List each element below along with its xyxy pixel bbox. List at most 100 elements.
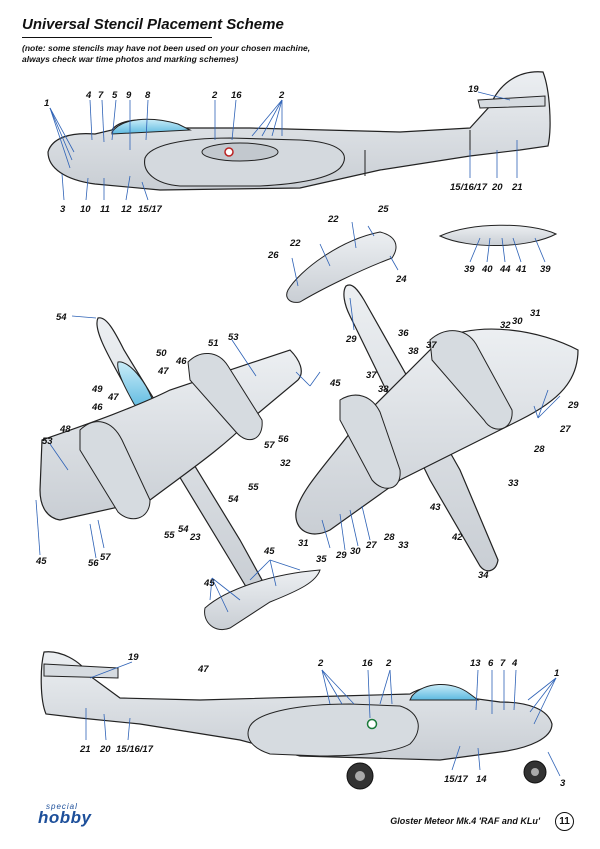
- callout: 9: [126, 90, 132, 101]
- callout: 10: [80, 204, 91, 215]
- callout: 28: [533, 444, 545, 455]
- top-roundel: [224, 147, 234, 157]
- callout: 38: [378, 384, 389, 395]
- callout: 32: [500, 320, 511, 331]
- callout: 37: [366, 370, 377, 381]
- footer-caption: Gloster Meteor Mk.4 'RAF and KLu': [390, 816, 540, 826]
- page-number: 11: [555, 812, 574, 831]
- upper-nacelle-left: [79, 421, 151, 520]
- top-canopy: [111, 118, 192, 135]
- callout: 2: [278, 90, 285, 101]
- callout: 46: [91, 402, 103, 413]
- callout: 26: [267, 250, 279, 261]
- note-line-1: (note: some stencils may have not been u…: [22, 43, 311, 53]
- callout: 20: [491, 182, 503, 193]
- callout: 43: [429, 502, 441, 513]
- lower-tank: [286, 231, 397, 303]
- callout: 53: [228, 332, 239, 343]
- callout: 54: [228, 494, 239, 505]
- callout: 39: [540, 264, 551, 275]
- callout: 24: [395, 274, 407, 285]
- callout: 33: [398, 540, 409, 551]
- callout: 5: [112, 90, 118, 101]
- callout: 47: [157, 366, 169, 377]
- callout: 32: [280, 458, 291, 469]
- callout: 29: [345, 334, 357, 345]
- callout: 39: [464, 264, 475, 275]
- callout: 44: [499, 264, 511, 275]
- bottom-side-view: 47 19 2 16 2 13 6 7 4 1 21 20 15/16/17 1…: [40, 651, 566, 790]
- callout: 2: [211, 90, 218, 101]
- callout: 50: [156, 348, 167, 359]
- upper-wing: [39, 349, 302, 521]
- callout: 56: [88, 558, 99, 569]
- callout: 8: [145, 90, 151, 101]
- callout: 11: [100, 204, 110, 215]
- callout: 7: [98, 90, 104, 101]
- callout: 15/16/17: [116, 744, 154, 755]
- callout: 20: [99, 744, 111, 755]
- callout: 3: [60, 204, 66, 215]
- callout: 51: [208, 338, 219, 349]
- callout: 56: [278, 434, 289, 445]
- top-leader-lines: [49, 91, 518, 201]
- callout: 12: [121, 204, 132, 215]
- callout: 45: [35, 556, 47, 567]
- lower-nacelle-right: [429, 330, 513, 430]
- lower-nacelle-left: [339, 394, 401, 489]
- callout: 23: [189, 532, 201, 543]
- callout: 31: [298, 538, 309, 549]
- callout: 4: [85, 90, 92, 101]
- top-engine-intake: [201, 142, 279, 162]
- upper-nacelle-right: [187, 353, 263, 441]
- callout: 27: [365, 540, 377, 551]
- callout: 41: [515, 264, 527, 275]
- callout: 30: [350, 546, 361, 557]
- callout: 33: [508, 478, 519, 489]
- callout: 54: [178, 524, 189, 535]
- top-tailplane: [477, 95, 546, 109]
- bottom-fuselage: [40, 651, 553, 761]
- lower-planform: 25 22 22 26 24 29 36 38 37 32 30 31 37 3…: [267, 204, 579, 581]
- bottom-leader-lines: [85, 661, 561, 777]
- callout: 16: [231, 90, 242, 101]
- callout: 2: [317, 658, 324, 669]
- callout: 7: [500, 658, 506, 669]
- callout: 35: [316, 554, 327, 565]
- callout: 47: [197, 664, 209, 675]
- callout: 3: [560, 778, 566, 789]
- callout: 19: [468, 84, 479, 95]
- lower-leader-lines: [291, 221, 561, 551]
- callout: 1: [44, 98, 49, 109]
- callout: 15/17: [444, 774, 468, 785]
- callout: 46: [175, 356, 187, 367]
- upper-callouts: 54 53 50 46 47 51 49 47 46 48 53 45 57 5…: [35, 312, 341, 589]
- bottom-tailplane: [43, 663, 119, 679]
- special-hobby-logo: special hobby: [38, 802, 92, 827]
- callout: 45: [263, 546, 275, 557]
- callout: 15/17: [138, 204, 162, 215]
- callout: 30: [512, 316, 523, 327]
- callout: 34: [478, 570, 489, 581]
- callout: 48: [59, 424, 71, 435]
- bottom-callouts: 47 19 2 16 2 13 6 7 4 1 21 20 15/16/17 1…: [79, 652, 566, 789]
- callout: 31: [530, 308, 541, 319]
- title-underline: [22, 37, 212, 38]
- callout: 55: [248, 482, 259, 493]
- top-side-view: 1 4 7 5 9 8 2 16 2 19 3 10 11 12 15/17 1…: [44, 71, 551, 215]
- callout: 29: [335, 550, 347, 561]
- callout: 42: [451, 532, 463, 543]
- callout: 53: [42, 436, 53, 447]
- callout: 16: [362, 658, 373, 669]
- lower-wing: [295, 328, 579, 535]
- callout: 22: [327, 214, 339, 225]
- callout: 49: [91, 384, 103, 395]
- callout: 28: [383, 532, 395, 543]
- callout: 40: [481, 264, 493, 275]
- stencil-note: (note: some stencils may have not been u…: [22, 43, 310, 65]
- callout: 14: [476, 774, 487, 785]
- upper-planform: 54 53 50 46 47 51 49 47 46 48 53 45 57 5…: [35, 312, 341, 630]
- callout: 55: [164, 530, 175, 541]
- top-callouts: 1 4 7 5 9 8 2 16 2 19 3 10 11 12 15/17 1…: [44, 84, 523, 215]
